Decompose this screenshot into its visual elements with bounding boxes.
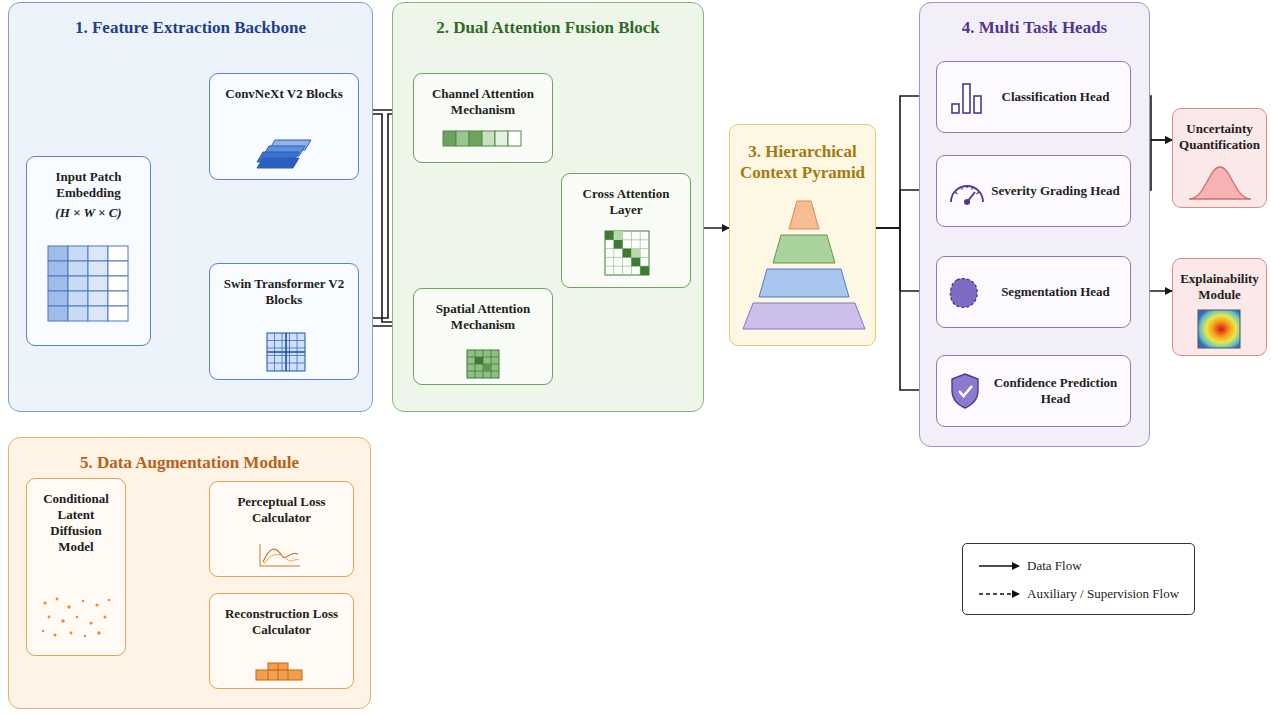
box-label: Spatial Attention Mechanism: [420, 301, 546, 333]
legend-text: Data Flow: [1027, 558, 1082, 574]
section-panel: 5. Data Augmentation ModuleConditional L…: [8, 437, 371, 709]
section-panel: 1. Feature Extraction BackboneInput Patc…: [8, 2, 373, 412]
pyramid-icon: [740, 199, 868, 331]
text-wrap: 4. Multi Task Heads: [920, 3, 1149, 38]
text-wrap: Confidence Prediction Head: [987, 356, 1124, 426]
text-wrap: Channel Attention Mechanism: [414, 74, 552, 118]
text-wrap: ConvNeXt V2 Blocks: [210, 74, 358, 102]
reconstruction-bars-icon: [254, 662, 304, 684]
box-label: Conditional Latent Diffusion Model: [33, 491, 119, 555]
box-label: Channel Attention Mechanism: [420, 86, 546, 118]
channel-bar-icon: [442, 130, 526, 148]
section-title: 4. Multi Task Heads: [928, 17, 1141, 38]
window-grid-icon: [266, 332, 306, 372]
process-box: Swin Transformer V2 Blocks: [209, 263, 359, 380]
cross-matrix-icon: [604, 230, 650, 276]
heatmap-icon: [1197, 309, 1241, 349]
text-wrap: Reconstruction Loss Calculator: [210, 594, 353, 638]
text-wrap: Segmentation Head: [987, 257, 1124, 327]
section-title: 5. Data Augmentation Module: [17, 452, 362, 473]
box-label: Segmentation Head: [987, 284, 1124, 300]
section-title: 1. Feature Extraction Backbone: [17, 17, 364, 38]
head-box: Segmentation Head: [936, 256, 1131, 328]
process-box: ConvNeXt V2 Blocks: [209, 73, 359, 180]
segmentation-blob-icon: [947, 275, 981, 311]
gauge-icon: [947, 176, 987, 208]
text-wrap: Input Patch Embedding (H × W × C): [27, 157, 150, 221]
box-label: Cross Attention Layer: [568, 186, 684, 218]
box-label: Swin Transformer V2 Blocks: [216, 276, 352, 308]
text-wrap: Severity Grading Head: [987, 156, 1124, 226]
process-box: Uncertainty Quantification: [1172, 108, 1267, 208]
process-box: 3. Hierarchical Context Pyramid: [729, 124, 876, 346]
text-wrap: 5. Data Augmentation Module: [9, 438, 370, 473]
legend-text: Auxiliary / Supervision Flow: [1027, 586, 1179, 602]
section-title: 2. Dual Attention Fusion Block: [401, 17, 695, 38]
text-wrap: Swin Transformer V2 Blocks: [210, 264, 358, 308]
shield-check-icon: [949, 372, 981, 410]
head-box: Severity Grading Head: [936, 155, 1131, 227]
legend-row: Data Flow: [977, 556, 1082, 576]
box-label: Reconstruction Loss Calculator: [216, 606, 347, 638]
text-wrap: 3. Hierarchical Context Pyramid: [730, 125, 875, 183]
legend-solid-line: [977, 561, 1021, 571]
text-wrap: Spatial Attention Mechanism: [414, 289, 552, 333]
noise-dots-icon: [39, 595, 115, 639]
section-panel: 2. Dual Attention Fusion BlockChannel At…: [392, 2, 704, 412]
process-box: Input Patch Embedding (H × W × C): [26, 156, 151, 346]
box-label: Input Patch Embedding: [33, 169, 144, 201]
text-wrap: Perceptual Loss Calculator: [210, 482, 353, 526]
process-box: Spatial Attention Mechanism: [413, 288, 553, 385]
box-label: (H × W × C): [33, 205, 144, 221]
process-box: Perceptual Loss Calculator: [209, 481, 354, 577]
legend-row: Auxiliary / Supervision Flow: [977, 584, 1179, 604]
box-label: Uncertainty Quantification: [1179, 121, 1260, 153]
spatial-grid-icon: [466, 349, 500, 379]
bar-chart-icon: [949, 80, 983, 116]
text-wrap: Classification Head: [987, 62, 1124, 132]
process-box: Cross Attention Layer: [561, 173, 691, 288]
process-box: Explainability Module: [1172, 258, 1267, 356]
box-label: ConvNeXt V2 Blocks: [216, 86, 352, 102]
text-wrap: 2. Dual Attention Fusion Block: [393, 3, 703, 38]
legend-box: Data Flow Auxiliary / Supervision Flow: [962, 543, 1195, 615]
process-box: Channel Attention Mechanism: [413, 73, 553, 163]
box-label: Explainability Module: [1179, 271, 1260, 303]
head-box: Confidence Prediction Head: [936, 355, 1131, 427]
text-wrap: Explainability Module: [1173, 259, 1266, 303]
loss-curve-icon: [258, 542, 302, 568]
bell-curve-icon: [1187, 165, 1253, 201]
process-box: Conditional Latent Diffusion Model: [26, 478, 126, 656]
box-label: 3. Hierarchical Context Pyramid: [736, 141, 869, 183]
layer-stack-icon: [255, 138, 315, 170]
text-wrap: Uncertainty Quantification: [1173, 109, 1266, 153]
head-box: Classification Head: [936, 61, 1131, 133]
patch-grid-icon: [47, 245, 131, 325]
box-label: Classification Head: [987, 89, 1124, 105]
text-wrap: Conditional Latent Diffusion Model: [27, 479, 125, 555]
box-label: Severity Grading Head: [987, 183, 1124, 199]
text-wrap: 1. Feature Extraction Backbone: [9, 3, 372, 38]
box-label: Confidence Prediction Head: [987, 375, 1124, 407]
section-panel: 4. Multi Task HeadsClassification Head S…: [919, 2, 1150, 447]
text-wrap: Cross Attention Layer: [562, 174, 690, 218]
legend-dashed-line: [977, 589, 1021, 599]
box-label: Perceptual Loss Calculator: [216, 494, 347, 526]
process-box: Reconstruction Loss Calculator: [209, 593, 354, 689]
